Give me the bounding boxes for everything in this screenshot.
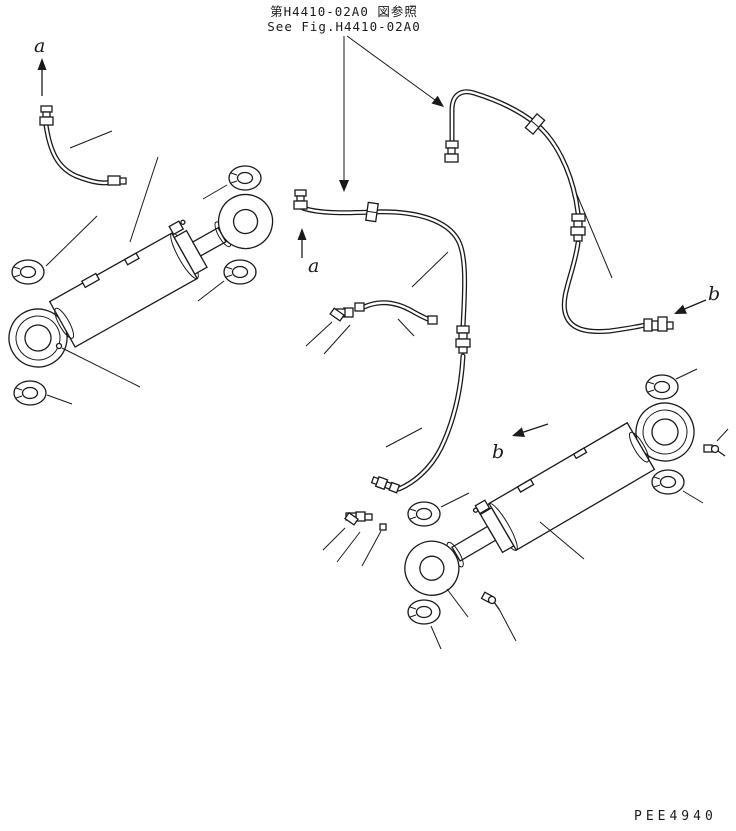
hydraulic-cylinder-right	[404, 402, 695, 596]
tube-middle	[293, 189, 471, 354]
small-plug	[379, 523, 387, 531]
hose-fitting	[107, 175, 121, 186]
hose-fitting	[445, 140, 459, 149]
bushing-ring-1	[228, 165, 262, 191]
leader-lines	[45, 130, 729, 650]
plug-fitting-right	[703, 444, 726, 457]
view-arrow-a-middle: a	[297, 228, 319, 277]
elbow-fitting-bottom	[344, 511, 373, 526]
bushing-ring-2	[223, 259, 257, 285]
grease-fitting-left	[55, 342, 63, 350]
hose-top-right	[444, 89, 586, 242]
reference-arrow-down	[339, 180, 349, 192]
bushing-ring-5	[407, 501, 441, 527]
hose-fitting	[643, 318, 653, 332]
view-arrow-a-top-left: a	[34, 35, 47, 96]
reference-arrow-diagonal	[431, 95, 444, 107]
hydraulic-cylinder-left	[8, 193, 274, 368]
reference-text-jp: 第H4410-02A0 図参照	[270, 4, 418, 19]
hose-fitting	[40, 105, 53, 113]
tube-coupling	[456, 325, 470, 334]
hose-coupling	[571, 213, 586, 222]
drawing-code: PEE4940	[634, 809, 717, 824]
hose-top-left	[39, 105, 127, 186]
reference-callout: 第H4410-02A0 図参照 See Fig.H4410-02A0	[267, 4, 444, 192]
elbow-fitting	[329, 307, 354, 322]
bushing-ring-6	[407, 599, 441, 625]
view-label-a1: a	[34, 35, 45, 57]
bushing-ring-8	[651, 469, 685, 495]
view-arrow-b-right: b	[674, 283, 720, 314]
hose-bottom-middle	[370, 353, 466, 494]
tube-fitting	[294, 189, 307, 197]
view-label-a2: a	[308, 255, 319, 277]
plug-fitting-bottom	[480, 591, 500, 610]
view-label-b1: b	[708, 283, 720, 305]
bushing-ring-7	[645, 374, 679, 400]
tube-clamp	[365, 201, 379, 223]
hose-fitting	[370, 475, 401, 494]
view-arrow-b-middle: b	[492, 423, 549, 463]
hose-right-b	[561, 240, 674, 334]
bushing-ring-3	[11, 259, 45, 285]
reference-text-en: See Fig.H4410-02A0	[267, 19, 420, 34]
hose-elbow-middle	[329, 300, 438, 325]
view-label-b2: b	[492, 441, 504, 463]
tube-clamp	[524, 112, 546, 136]
bushing-ring-4	[13, 380, 47, 406]
